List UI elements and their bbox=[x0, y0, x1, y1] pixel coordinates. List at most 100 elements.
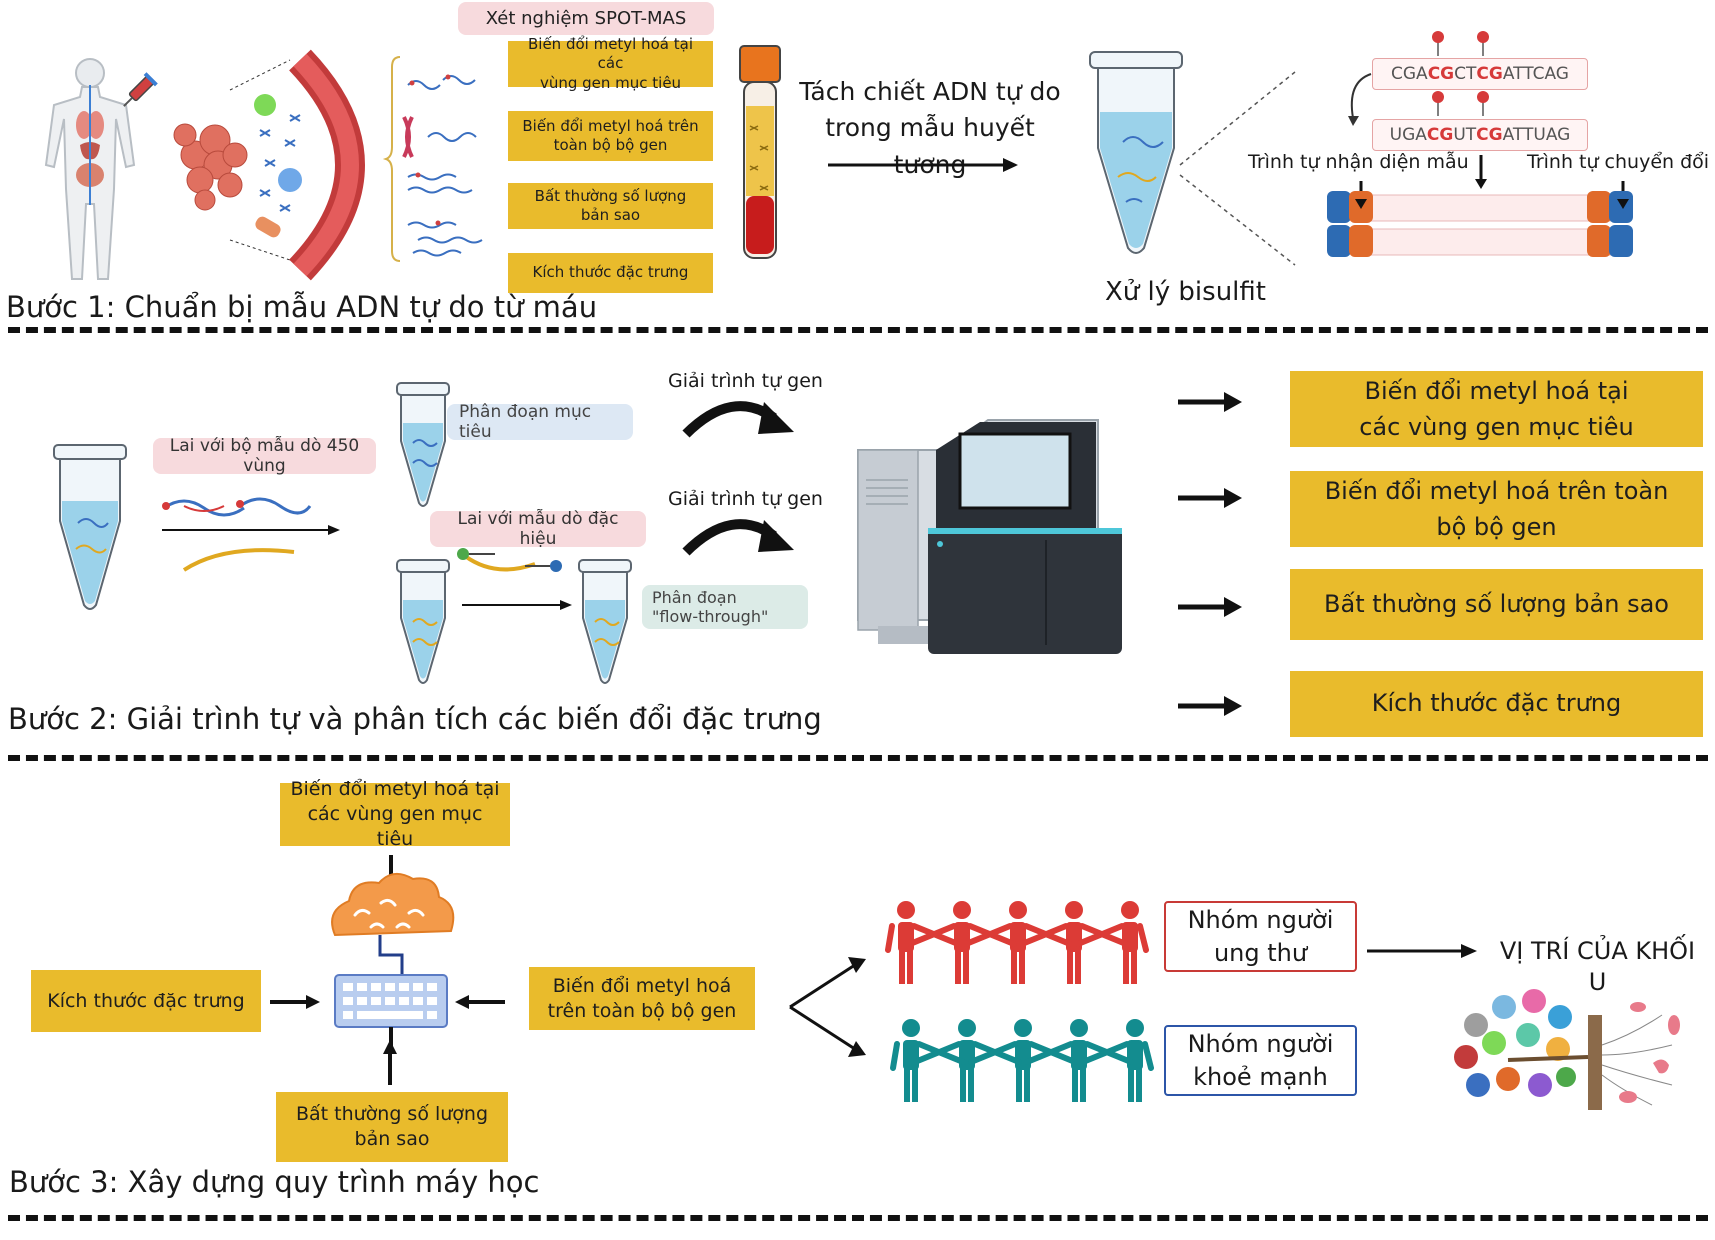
output-line2: các vùng gen mục tiêu bbox=[1359, 413, 1634, 441]
cancer-group-people-icon bbox=[885, 901, 1149, 984]
tumor-location-title: VỊ TRÍ CỦA KHỐI U bbox=[1490, 936, 1705, 998]
organ-tree-icon bbox=[1454, 989, 1680, 1110]
output-line1: Bất thường số lượng bản sao bbox=[1324, 589, 1669, 618]
step1-title: Bước 1: Chuẩn bị mẫu ADN tự do từ máu bbox=[6, 290, 598, 324]
arrow-output-1 bbox=[1178, 392, 1242, 412]
feature-box-fragment-size: Kích thước đặc trưng bbox=[508, 253, 713, 293]
specific-probe-icon bbox=[457, 548, 562, 572]
ml-input-line1: Kích thước đặc trưng bbox=[47, 989, 245, 1012]
syringe-icon bbox=[123, 72, 158, 107]
arrow-tumor-location bbox=[1367, 944, 1477, 958]
divider-3 bbox=[8, 1215, 1708, 1221]
feature-line2: vùng gen mục tiêu bbox=[539, 73, 682, 92]
healthy-group-box: Nhóm người khoẻ mạnh bbox=[1164, 1025, 1357, 1096]
arrow-right-input bbox=[455, 995, 505, 1009]
output-line2: bộ bộ gen bbox=[1436, 513, 1557, 541]
output-line1: Biến đổi metyl hoá tại bbox=[1364, 377, 1629, 405]
output-line1: Biến đổi metyl hoá trên toàn bbox=[1324, 477, 1669, 505]
seq-part: UGA bbox=[1389, 125, 1427, 145]
arrow-left-input bbox=[270, 995, 320, 1009]
step2-title: Bước 2: Giải trình tự và phân tích các b… bbox=[8, 702, 822, 736]
output-box-copy-number: Bất thường số lượng bản sao bbox=[1290, 569, 1703, 640]
ml-input-left: Kích thước đặc trưng bbox=[31, 970, 261, 1032]
feature-line1: Bất thường số lượng bbox=[534, 186, 687, 205]
blood-tube-icon bbox=[739, 45, 781, 259]
seq-part: ATTUAG bbox=[1502, 125, 1571, 145]
ml-input-line1: Biến đổi metyl hoá tại bbox=[290, 778, 500, 801]
healthy-group-people-icon bbox=[890, 1019, 1154, 1102]
ml-input-line1: Biến đổi metyl hoá bbox=[552, 974, 732, 997]
healthy-line2: khoẻ mạnh bbox=[1193, 1062, 1328, 1091]
template-sequence-label: Trình tự nhận diện mẫu bbox=[1248, 151, 1469, 173]
seq-part: ATTCAG bbox=[1502, 64, 1569, 84]
divider-2 bbox=[8, 755, 1708, 761]
arrow-output-3 bbox=[1178, 597, 1242, 617]
divider-1 bbox=[8, 327, 1708, 333]
arrow-extraction bbox=[828, 158, 1018, 172]
sequencing-label-2: Giải trình tự gen bbox=[668, 488, 823, 510]
curved-arrow-2 bbox=[682, 519, 794, 556]
sequencer-machine-icon bbox=[857, 419, 1122, 654]
extraction-label: Tách chiết ADN tự do trong mẫu huyết tươ… bbox=[790, 74, 1070, 183]
arrow-output-2 bbox=[1178, 488, 1242, 508]
feature-line2: toàn bộ bộ gen bbox=[553, 136, 668, 154]
ml-input-line1: Bất thường số lượng bbox=[295, 1103, 489, 1126]
output-box-genomewide-methylation: Biến đổi metyl hoá trên toàn bộ bộ gen bbox=[1290, 471, 1703, 547]
ml-input-line2: bản sao bbox=[354, 1128, 430, 1150]
tumor-line1: VỊ TRÍ CỦA KHỐI bbox=[1499, 937, 1696, 965]
flowthrough-line1: Phân đoạn bbox=[652, 587, 737, 607]
cancer-line2: ung thư bbox=[1213, 938, 1308, 967]
tumor-line2: U bbox=[1588, 968, 1607, 997]
dna-fragments-illustration bbox=[382, 56, 483, 262]
healthy-line1: Nhóm người bbox=[1187, 1030, 1334, 1059]
seq-part-cpg: CG bbox=[1427, 64, 1455, 84]
target-fragment-label: Phân đoạn mục tiêu bbox=[447, 402, 633, 442]
feature-line1: Kích thước đặc trưng bbox=[532, 263, 689, 282]
human-body-icon bbox=[44, 58, 136, 280]
arrow-output-4 bbox=[1178, 696, 1242, 716]
feature-line1: Biến đổi metyl hoá tại các bbox=[527, 34, 693, 73]
zoom-lines bbox=[1179, 71, 1296, 266]
step3-title: Bước 3: Xây dựng quy trình máy học bbox=[9, 1165, 540, 1199]
feature-line1: Biến đổi metyl hoá trên bbox=[522, 116, 699, 135]
output-box-targeted-methylation: Biến đổi metyl hoá tại các vùng gen mục t… bbox=[1290, 371, 1703, 447]
cancer-line1: Nhóm người bbox=[1187, 906, 1334, 935]
output-line1: Kích thước đặc trưng bbox=[1371, 689, 1622, 718]
flowthrough-label: Phân đoạn "flow-through" bbox=[642, 585, 808, 629]
hybrid-450-label: Lai với bộ mẫu dò 450 vùng bbox=[153, 436, 376, 476]
arrow-bottom-input bbox=[383, 1040, 397, 1085]
hybrid-specific-label: Lai với mẫu dò đặc hiệu bbox=[430, 509, 646, 549]
cancer-group-box: Nhóm người ung thư bbox=[1164, 901, 1357, 972]
pre-capture-tube-icon bbox=[396, 559, 450, 684]
sample-tube-icon bbox=[53, 444, 127, 610]
spotmas-label: Xét nghiệm SPOT-MAS bbox=[458, 2, 714, 35]
seq-part-cpg: CG bbox=[1476, 64, 1503, 84]
curved-arrow-1 bbox=[682, 401, 794, 438]
conversion-curve-arrow bbox=[1348, 73, 1372, 126]
tumor-blood-vessel-illustration bbox=[173, 49, 365, 281]
output-box-fragment-size: Kích thước đặc trưng bbox=[1290, 671, 1703, 737]
ml-input-line2: các vùng gen mục tiêu bbox=[307, 803, 483, 850]
probe-diagram bbox=[1327, 155, 1633, 257]
seq-part-cpg: CG bbox=[1426, 125, 1454, 145]
feature-line2: bản sao bbox=[580, 206, 641, 224]
ml-brain-computer-icon bbox=[331, 855, 455, 1050]
bisulfite-tube-icon bbox=[1089, 51, 1183, 254]
probe-dna-strands bbox=[162, 497, 340, 572]
converted-sequence-label: Trình tự chuyển đổi bbox=[1527, 151, 1710, 173]
sequencing-label-1: Giải trình tự gen bbox=[668, 370, 823, 392]
flowthrough-tube-icon bbox=[578, 559, 632, 684]
seq-part-cpg: CG bbox=[1476, 125, 1503, 145]
seq-part: CT bbox=[1454, 64, 1477, 84]
ml-input-line2: trên toàn bộ bộ gen bbox=[547, 999, 737, 1022]
extraction-line1: Tách chiết ADN tự do bbox=[799, 77, 1061, 106]
seq-part: UT bbox=[1453, 125, 1477, 145]
